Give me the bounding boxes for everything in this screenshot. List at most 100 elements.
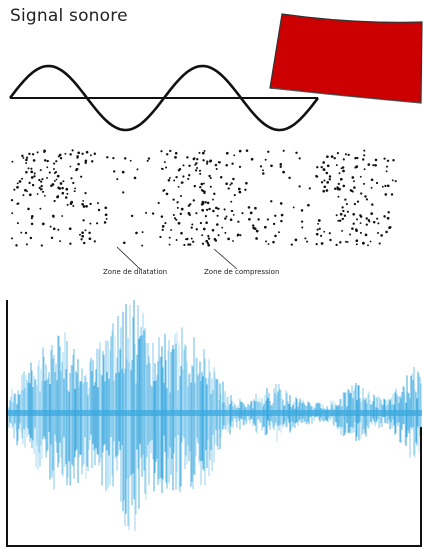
particle-dot (252, 224, 255, 227)
particle-dot (133, 176, 137, 180)
particle-dot (338, 219, 342, 223)
particle-dot (351, 227, 354, 230)
particle-dot (36, 151, 39, 154)
particle-dot (339, 241, 342, 244)
particle-dot (325, 171, 329, 175)
particle-dot (71, 149, 74, 152)
particle-dot (362, 241, 365, 245)
particle-dot (232, 214, 235, 216)
particle-dot (36, 193, 39, 195)
particle-dot (369, 240, 372, 243)
particle-dot (362, 158, 365, 161)
particle-dot (282, 149, 285, 152)
particle-dot (255, 229, 259, 233)
particle-dot (385, 230, 388, 234)
particle-dot (378, 242, 381, 245)
particle-dot (272, 222, 276, 226)
particle-dot (317, 219, 321, 222)
particle-dot (353, 186, 356, 189)
particle-dot (193, 184, 197, 188)
particle-dot (41, 190, 45, 193)
particle-dot (212, 209, 215, 213)
particle-dot (162, 189, 165, 192)
particle-dot (53, 162, 56, 165)
particle-dot (350, 189, 354, 193)
particle-dot (202, 182, 205, 185)
particle-dot (43, 159, 47, 162)
compression-pointer (213, 248, 238, 270)
particle-dot (201, 242, 205, 245)
particle-dot (159, 235, 162, 239)
particle-dot (343, 214, 347, 217)
particle-dot (88, 237, 92, 241)
particle-dot (359, 175, 362, 178)
particle-dot (315, 174, 318, 178)
particle-dot (72, 181, 75, 185)
particle-dot (69, 153, 72, 156)
particle-dot (270, 200, 273, 203)
particle-dot (57, 186, 60, 190)
particle-dot (224, 217, 227, 220)
particle-dot (375, 181, 379, 185)
particle-dot (173, 179, 176, 182)
particle-dot (41, 178, 44, 181)
particle-dot (328, 232, 331, 235)
particle-dot (61, 215, 64, 217)
particle-dot (17, 202, 20, 205)
particle-dot (272, 240, 275, 244)
particle-dot (199, 186, 202, 189)
particle-dot (69, 242, 72, 245)
particle-dot (175, 218, 178, 221)
particle-dot (16, 182, 19, 185)
particle-dot (196, 167, 199, 169)
particle-dot (180, 231, 183, 235)
particle-dot (230, 182, 233, 185)
particle-dot (41, 222, 45, 226)
particle-dot (84, 192, 87, 195)
particle-dot (200, 182, 204, 186)
particle-dot (27, 207, 30, 211)
particle-dot (360, 192, 363, 195)
particle-dot (49, 225, 52, 228)
particle-dot (40, 244, 43, 247)
particle-dot (13, 188, 16, 191)
particle-dot (392, 159, 395, 162)
particle-dot (179, 194, 183, 198)
particle-dot (279, 165, 282, 169)
particle-dot (337, 195, 340, 198)
particle-dot (141, 231, 144, 234)
particle-dot (316, 166, 319, 169)
particle-dot (279, 163, 283, 166)
particle-dot (205, 208, 209, 212)
particle-dot (201, 200, 205, 204)
particle-dot (224, 231, 227, 234)
particle-dot (383, 157, 386, 160)
particle-dot (341, 229, 344, 232)
particle-dot (161, 168, 164, 170)
particle-dot (122, 191, 125, 194)
particle-dot (370, 186, 373, 189)
particle-dot (367, 244, 369, 247)
particle-dot (79, 233, 81, 236)
particle-dot (106, 156, 109, 159)
particle-dot (61, 186, 64, 190)
particle-dot (123, 157, 127, 160)
particle-dot (307, 203, 310, 207)
particle-dot (300, 220, 304, 223)
particle-dot (46, 176, 48, 179)
particle-dot (58, 153, 62, 157)
particle-dot (245, 181, 248, 185)
particle-dot (247, 206, 251, 209)
particle-dot (315, 232, 319, 236)
particle-dot (33, 175, 36, 178)
particle-dot (298, 157, 301, 160)
particle-dot (25, 243, 28, 246)
particle-dot (39, 207, 42, 210)
particle-dot (24, 188, 27, 192)
particle-dot (188, 164, 191, 167)
particle-dot (11, 160, 14, 163)
particle-dot (230, 200, 233, 203)
particle-dot (176, 201, 179, 204)
particle-dot (55, 178, 58, 181)
particle-dot (201, 208, 205, 212)
